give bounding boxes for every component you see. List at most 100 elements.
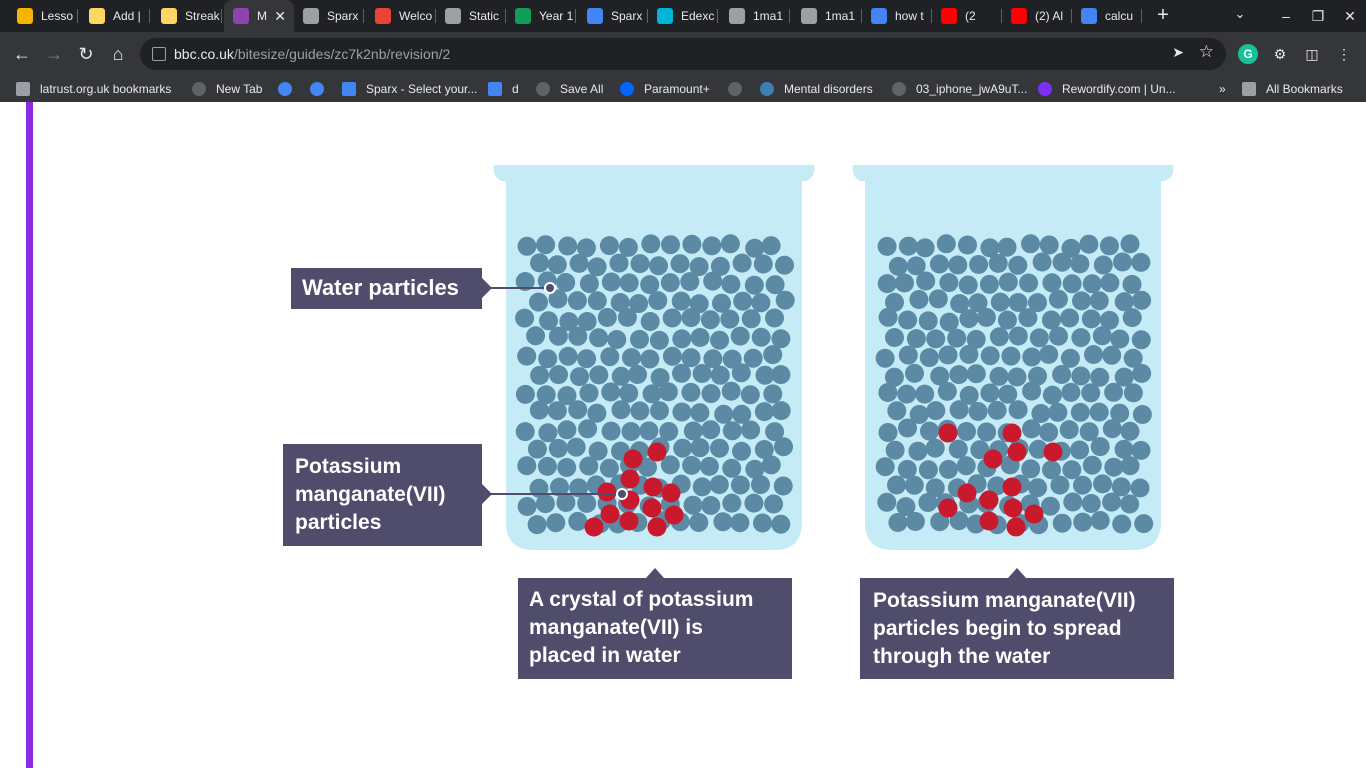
- water-particle: [1029, 328, 1049, 348]
- water-particle: [611, 400, 631, 420]
- water-particle: [949, 400, 969, 420]
- water-particle: [915, 384, 935, 404]
- bookmark-item[interactable]: Sparx - Select your...: [342, 80, 477, 98]
- close-window-icon[interactable]: ✕: [1344, 8, 1356, 24]
- bookmark-item[interactable]: latrust.org.uk bookmarks: [16, 80, 171, 98]
- water-particle: [733, 291, 753, 311]
- new-tab-icon[interactable]: +: [1157, 4, 1169, 26]
- water-particle: [672, 363, 691, 383]
- home-icon[interactable]: ⌂: [112, 44, 124, 64]
- tab[interactable]: Lesso: [8, 0, 78, 32]
- minimize-icon[interactable]: –: [1282, 8, 1290, 24]
- tab-search-icon[interactable]: ⌄: [1234, 6, 1246, 21]
- water-particle: [751, 293, 771, 313]
- water-particle: [640, 275, 660, 295]
- water-particle: [980, 383, 1000, 403]
- water-particle: [1061, 238, 1081, 258]
- water-particle: [1113, 252, 1132, 272]
- globe-icon: [536, 82, 550, 96]
- bookmark-star-icon[interactable]: ☆: [1198, 42, 1214, 61]
- grammarly-icon[interactable]: G: [1238, 44, 1258, 64]
- kmno4-particle: [1007, 442, 1027, 462]
- kmno4-particle: [664, 505, 684, 525]
- water-particle: [764, 494, 784, 514]
- water-particle: [887, 401, 907, 421]
- water-particle: [916, 271, 936, 291]
- google-icon: [1081, 8, 1097, 24]
- paramount-icon: [620, 82, 634, 96]
- extensions-icon[interactable]: ⚙: [1273, 46, 1287, 62]
- water-particle: [888, 513, 908, 532]
- water-particle: [682, 234, 702, 254]
- kmno4-particle: [643, 477, 663, 497]
- slides-icon: [17, 8, 33, 24]
- water-particle: [906, 329, 926, 349]
- tab[interactable]: 1ma1: [792, 0, 862, 32]
- address-bar[interactable]: bbc.co.uk/bitesize/guides/zc7k2nb/revisi…: [140, 38, 1226, 70]
- bookmark-item[interactable]: Mental disorders: [760, 80, 873, 98]
- tab[interactable]: how t: [862, 0, 932, 32]
- water-particle: [979, 274, 999, 294]
- tab[interactable]: Edexc: [648, 0, 718, 32]
- tab[interactable]: Sparx: [578, 0, 648, 32]
- tab[interactable]: M✕: [224, 0, 294, 32]
- water-particle: [751, 475, 770, 495]
- water-particle: [710, 256, 730, 276]
- restore-icon[interactable]: ❐: [1311, 8, 1325, 24]
- bookmark-item[interactable]: [278, 80, 302, 98]
- water-particle: [1122, 274, 1142, 294]
- water-particle: [918, 311, 938, 331]
- water-particle: [709, 475, 729, 495]
- bookmark-item[interactable]: Rewordify.com | Un...: [1038, 80, 1176, 98]
- share-icon[interactable]: ➤: [1172, 44, 1184, 60]
- side-panel-icon[interactable]: ◫: [1305, 46, 1319, 62]
- water-particle: [690, 403, 710, 423]
- water-particle: [566, 437, 586, 457]
- menu-icon[interactable]: ⋮: [1337, 46, 1351, 62]
- bookmark-item[interactable]: Paramount+: [620, 80, 710, 98]
- kmno4-particle: [1043, 442, 1063, 462]
- water-particle: [1042, 385, 1062, 405]
- water-particle: [897, 384, 917, 404]
- water-particle: [966, 364, 986, 384]
- tab[interactable]: Streak: [152, 0, 222, 32]
- kmno4-particle: [620, 469, 640, 489]
- water-particle: [909, 290, 929, 309]
- bookmark-item[interactable]: [310, 80, 334, 98]
- tab[interactable]: (2: [932, 0, 1002, 32]
- tab[interactable]: Welco: [366, 0, 436, 32]
- more-bookmarks-icon[interactable]: »: [1219, 82, 1226, 96]
- tab[interactable]: calcu: [1072, 0, 1142, 32]
- water-particle: [660, 455, 680, 475]
- water-particle: [765, 308, 784, 328]
- bookmark-item[interactable]: Save All: [536, 80, 603, 98]
- water-particle: [980, 238, 1000, 258]
- bookmark-item[interactable]: [728, 80, 752, 98]
- forward-icon[interactable]: →: [45, 44, 63, 64]
- reload-icon[interactable]: ↻: [78, 44, 94, 64]
- url-text[interactable]: bbc.co.uk/bitesize/guides/zc7k2nb/revisi…: [174, 46, 451, 62]
- water-particle: [1039, 235, 1059, 255]
- tab[interactable]: Sparx: [294, 0, 364, 32]
- tab[interactable]: (2) Al: [1002, 0, 1072, 32]
- back-icon[interactable]: ←: [13, 44, 31, 64]
- tab[interactable]: Add |: [80, 0, 150, 32]
- close-tab-icon[interactable]: ✕: [274, 8, 286, 24]
- all-bookmarks-button[interactable]: All Bookmarks: [1242, 80, 1343, 98]
- water-particle: [535, 494, 555, 514]
- tab[interactable]: Static: [436, 0, 506, 32]
- water-particle: [1071, 328, 1091, 348]
- site-info-icon[interactable]: [152, 47, 166, 61]
- bookmark-item[interactable]: 03_iphone_jwA9uT...: [892, 80, 1027, 98]
- water-particle: [1001, 346, 1021, 366]
- water-particle: [1089, 402, 1109, 422]
- bookmark-item[interactable]: New Tab: [192, 80, 262, 98]
- tab[interactable]: Year 1: [506, 0, 576, 32]
- bookmark-item[interactable]: d: [488, 80, 519, 98]
- water-particle: [589, 328, 609, 348]
- water-particle: [908, 441, 928, 461]
- water-particle: [1122, 308, 1142, 328]
- tab[interactable]: 1ma1: [720, 0, 790, 32]
- caption-left-arrow: [646, 568, 664, 578]
